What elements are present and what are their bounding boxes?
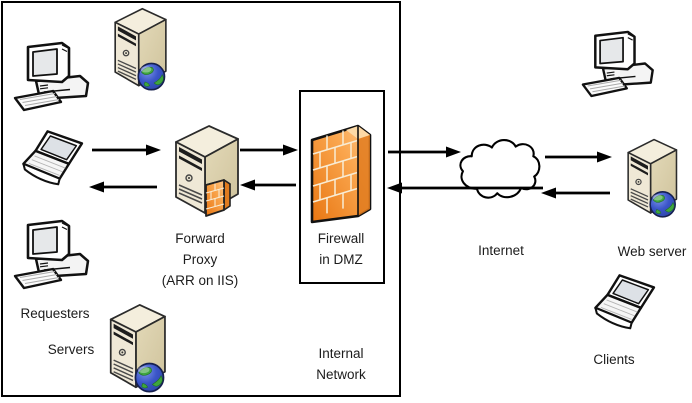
- internet-label: Internet: [478, 243, 524, 258]
- web-server-icon: [615, 137, 681, 219]
- dmz-box: [299, 90, 385, 284]
- arrow-internet-to-webserver: [545, 151, 612, 163]
- desktop-computer-icon: [12, 36, 104, 116]
- laptop-icon: [16, 128, 94, 196]
- internal-network-box: [1, 1, 401, 397]
- arrow-webserver-to-internet: [541, 187, 610, 199]
- server-with-globe-icon: [98, 302, 168, 394]
- clients-label: Clients: [593, 352, 635, 367]
- forward-proxy-icon: [175, 125, 239, 217]
- internet-cloud-icon: [459, 139, 541, 199]
- requesters-label: Requesters: [20, 306, 90, 321]
- firewall-icon: [310, 124, 372, 224]
- firewall-label: Firewall in DMZ: [317, 231, 365, 267]
- desktop-computer-icon: [12, 214, 104, 294]
- clients-laptop-icon: [588, 272, 666, 340]
- web-server-label: Web server: [617, 244, 687, 259]
- desktop-computer-icon: [580, 25, 668, 102]
- servers-label: Servers: [47, 342, 95, 357]
- server-with-globe-icon: [101, 6, 171, 92]
- mini-firewall-brick-icon: [205, 179, 231, 217]
- internal-network-label: Internal Network: [316, 346, 366, 382]
- forward-proxy-label: Forward Proxy (ARR on IIS): [161, 231, 239, 288]
